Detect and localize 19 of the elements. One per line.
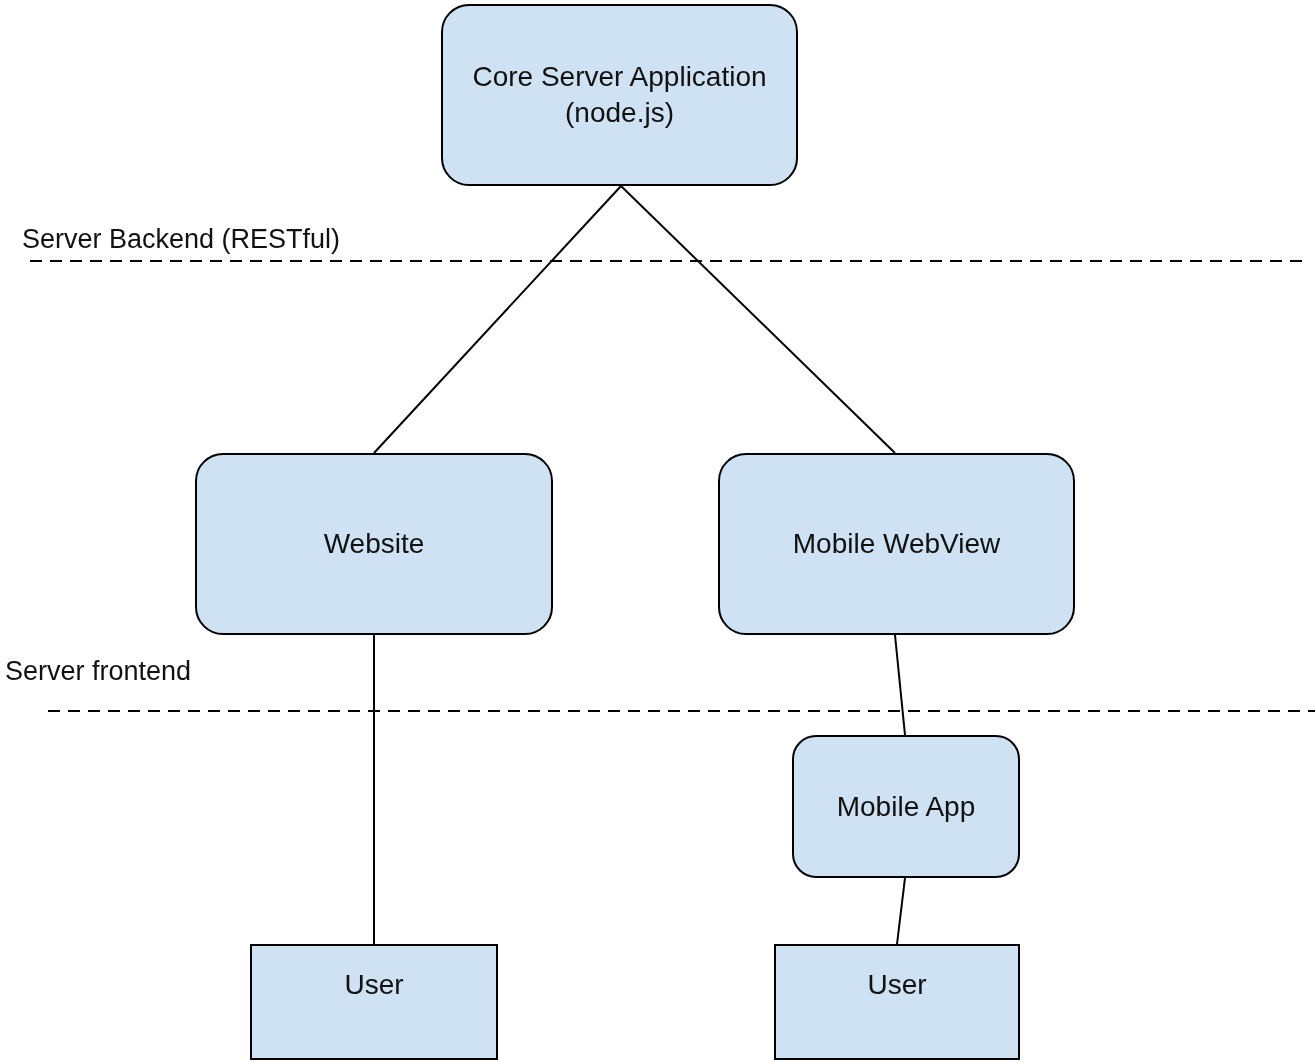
node-label: Website (323, 527, 425, 561)
layer-label: Server frontend (5, 655, 192, 688)
node-label: User (344, 968, 404, 1002)
process-box (441, 4, 798, 186)
layer-label: Server Backend (RESTful) (22, 223, 341, 256)
node-label: Mobile WebView (792, 527, 1001, 561)
process-box (718, 453, 1075, 635)
connector-line (373, 634, 375, 945)
process-box (792, 735, 1020, 878)
node-label: Mobile App (836, 789, 976, 824)
actor-box (774, 944, 1020, 1060)
node-label: User (867, 968, 927, 1002)
connector-line (373, 185, 622, 454)
actor-box (250, 944, 498, 1060)
process-box (195, 453, 553, 635)
node-label: Core Server Application (node.js) (471, 60, 768, 130)
connector-line (620, 185, 896, 454)
connector-line (894, 634, 906, 736)
connector-line (896, 877, 906, 945)
